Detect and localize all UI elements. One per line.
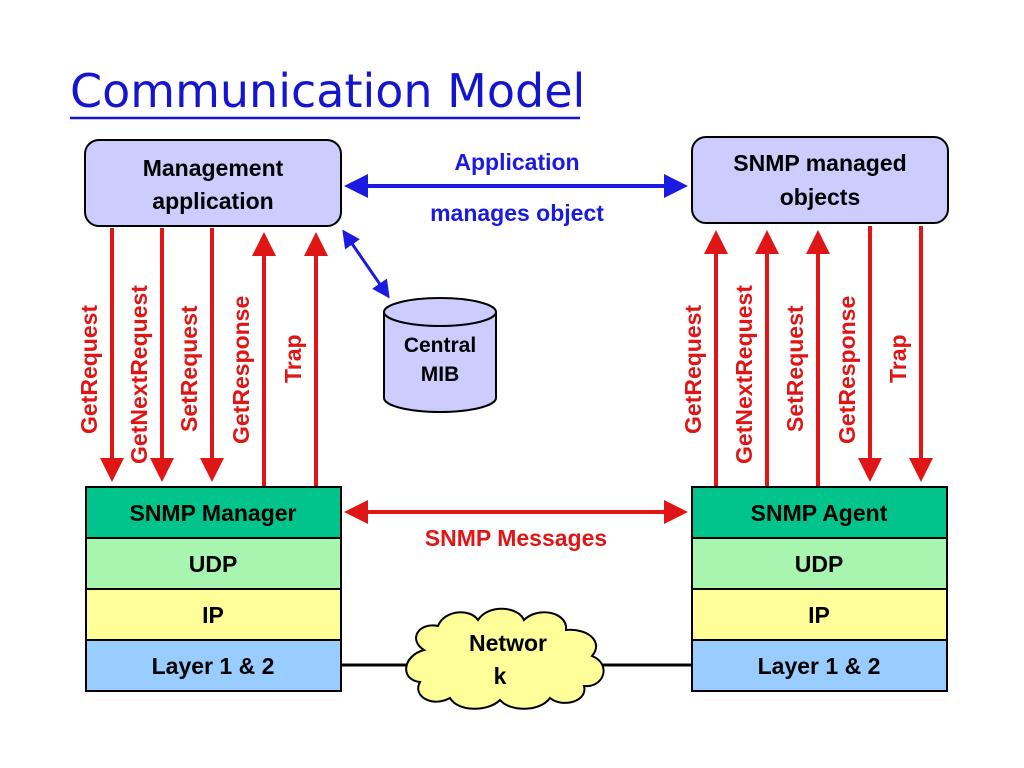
right-trap-label: Trap <box>885 334 911 383</box>
central-mib-line2: MIB <box>421 363 460 386</box>
right-physical-label: Layer 1 & 2 <box>758 653 881 679</box>
right-getresponse-label: GetResponse <box>834 296 860 444</box>
snmp-messages-label: SNMP Messages <box>425 525 607 551</box>
snmp-managed-objects-line1: SNMP managed <box>733 150 906 176</box>
right-getnextrequest-label: GetNextRequest <box>731 285 757 464</box>
left-protocol-stack <box>85 486 342 692</box>
right-setrequest-label: SetRequest <box>782 305 808 432</box>
left-getresponse-label: GetResponse <box>228 296 254 444</box>
management-application-line2: application <box>152 188 273 214</box>
snmp-manager-layer <box>85 486 342 539</box>
snmp-managed-objects-line2: objects <box>780 184 861 210</box>
left-getrequest-label: GetRequest <box>76 305 102 434</box>
network-label-line1: Networ <box>469 630 547 656</box>
central-mib-line1: Central <box>404 334 476 357</box>
management-application-box <box>84 139 342 227</box>
right-physical-layer <box>691 639 948 692</box>
left-udp-layer <box>85 537 342 590</box>
manages-object-label: manages object <box>430 200 604 226</box>
left-physical-layer <box>85 639 342 692</box>
network-cloud <box>405 607 605 710</box>
left-trap-label: Trap <box>280 334 306 383</box>
application-label: Application <box>454 149 579 175</box>
right-protocol-stack <box>691 486 948 692</box>
left-udp-label: UDP <box>189 551 238 577</box>
mib-link-arrow <box>342 229 390 299</box>
snmp-manager-label: SNMP Manager <box>129 500 296 526</box>
left-ip-label: IP <box>202 602 224 628</box>
right-ip-layer <box>691 588 948 641</box>
network-label-line2: k <box>494 663 507 689</box>
left-getnextrequest-label: GetNextRequest <box>126 285 152 464</box>
right-udp-layer <box>691 537 948 590</box>
right-getrequest-label: GetRequest <box>680 305 706 434</box>
right-udp-label: UDP <box>795 551 844 577</box>
left-setrequest-label: SetRequest <box>176 305 202 432</box>
left-physical-label: Layer 1 & 2 <box>152 653 275 679</box>
central-mib-cylinder <box>383 297 497 413</box>
page-title: Communication Model <box>70 64 585 118</box>
right-ip-label: IP <box>808 602 830 628</box>
management-application-line1: Management <box>143 155 284 181</box>
snmp-agent-label: SNMP Agent <box>751 500 888 526</box>
snmp-managed-objects-box <box>691 136 949 224</box>
